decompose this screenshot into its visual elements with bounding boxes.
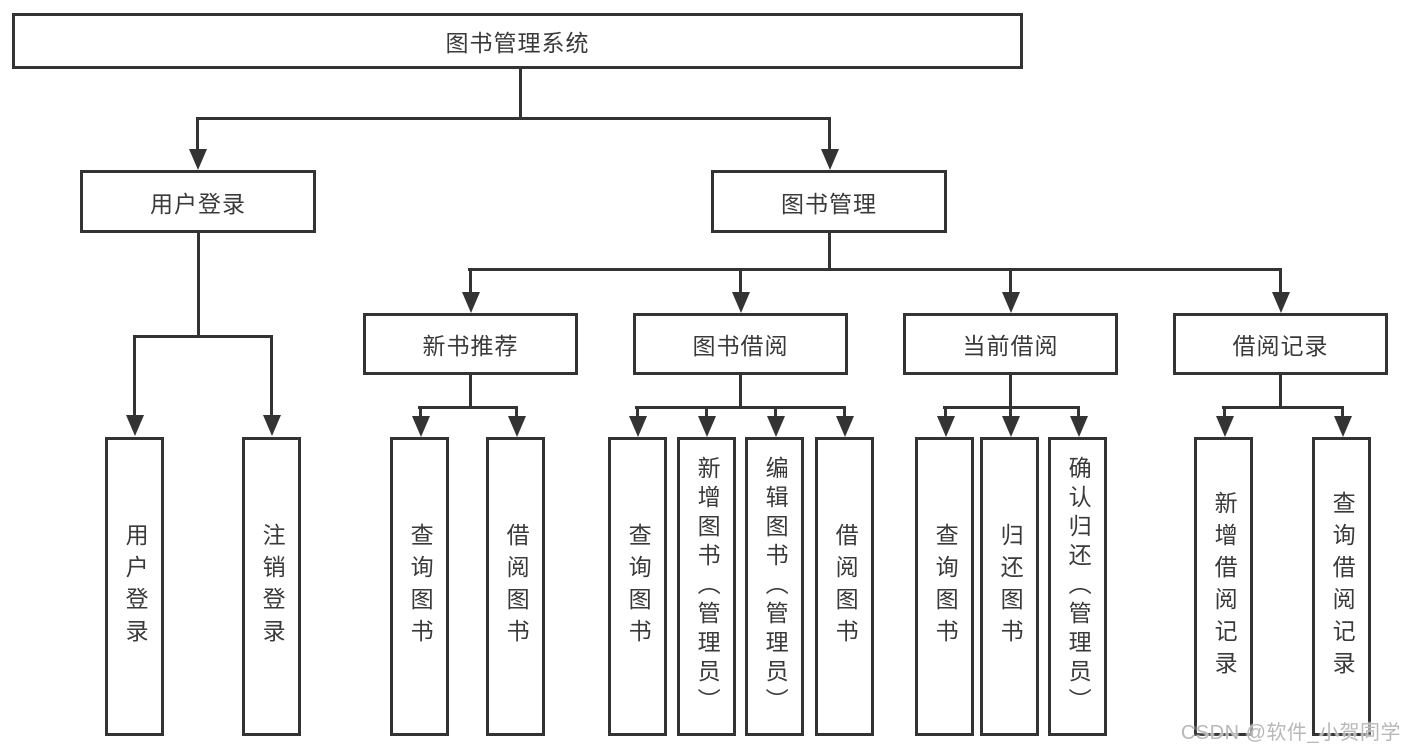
edge-root-stem-1 [196,117,199,151]
arrowhead-borrow-book-2 [836,416,854,437]
edge-book-mgmt-stem-2 [739,268,742,293]
edge-book-mgmt-stem-3 [1009,268,1012,293]
arrowhead-confirm-return-admin [1070,416,1088,437]
edge-current-borrow-stem-2 [1009,406,1012,417]
edge-borrow-record-stem-2 [1341,406,1344,417]
leaf-borrow-book-2: 借阅图书 [815,437,874,736]
node-book-borrowing: 图书借阅 [633,313,848,375]
edge-new-book-rec-stem-1 [419,406,422,417]
edge-borrow-record-rail [1222,406,1343,409]
leaf-borrow-book-2-label: 借阅图书 [832,522,859,651]
arrowhead-user-login [189,149,207,170]
edge-book-borrow-stem-2 [705,406,708,417]
edge-new-book-rec-trunk [469,375,472,408]
arrowhead-add-book-admin [698,416,716,437]
leaf-return-book: 归还图书 [980,437,1039,736]
edge-book-borrow-stem-3 [774,406,777,417]
leaf-add-borrow-record: 新增借阅记录 [1194,437,1253,736]
node-book-borrowing-label: 图书借阅 [692,333,789,359]
edge-book-mgmt-stem-1 [469,268,472,293]
leaf-logout-login-label: 注销登录 [259,522,286,651]
leaf-add-book-admin-label: 新增图书（管理员） [694,456,721,717]
leaf-query-book-1: 查询图书 [390,437,449,736]
leaf-edit-book-admin: 编辑图书（管理员） [745,437,804,736]
edge-current-borrow-trunk [1009,375,1012,408]
edge-book-borrow-rail [635,406,845,409]
node-user-login-label: 用户登录 [150,190,246,217]
arrowhead-borrow-record [1272,292,1290,313]
leaf-query-book-3: 查询图书 [915,437,974,736]
edge-root-stem-2 [828,117,831,151]
arrowhead-query-book-2 [629,416,647,437]
edge-book-borrow-stem-1 [636,406,639,417]
leaf-borrow-book-1: 借阅图书 [486,437,545,736]
leaf-query-borrow-record-label: 查询借阅记录 [1329,490,1356,683]
arrowhead-leaf-user-login [126,415,144,436]
edge-book-mgmt-rail [468,268,1282,271]
edge-borrow-record-stem-1 [1223,406,1226,417]
node-borrow-records-label: 借阅记录 [1232,333,1329,359]
node-root-label: 图书管理系统 [445,30,590,56]
leaf-query-borrow-record: 查询借阅记录 [1312,437,1371,736]
edge-current-borrow-stem-1 [944,406,947,417]
leaf-query-book-3-label: 查询图书 [932,522,959,651]
node-user-login: 用户登录 [80,170,316,233]
leaf-query-book-2: 查询图书 [608,437,667,736]
arrowhead-query-book-1 [412,416,430,437]
arrowhead-leaf-logout [263,415,281,436]
leaf-user-login-label: 用户登录 [122,522,149,651]
node-book-management-label: 图书管理 [781,190,877,217]
leaf-user-login: 用户登录 [105,437,164,736]
arrowhead-add-borrow-record [1216,416,1234,437]
node-new-book-recommend: 新书推荐 [363,313,578,375]
leaf-confirm-return-admin-label: 确认归还（管理员） [1065,456,1092,717]
node-borrow-records: 借阅记录 [1173,313,1388,375]
arrowhead-return-book [1002,416,1020,437]
leaf-query-book-1-label: 查询图书 [407,522,434,651]
edge-book-mgmt-stem-4 [1279,268,1282,293]
arrowhead-query-book-3 [937,416,955,437]
edge-book-borrow-stem-4 [843,406,846,417]
node-new-book-recommend-label: 新书推荐 [422,333,519,359]
edge-user-login-stem-1 [133,335,136,416]
leaf-confirm-return-admin: 确认归还（管理员） [1048,437,1107,736]
edge-book-borrow-trunk [739,375,742,408]
leaf-add-borrow-record-label: 新增借阅记录 [1211,490,1238,683]
leaf-edit-book-admin-label: 编辑图书（管理员） [762,456,789,717]
leaf-logout-login: 注销登录 [242,437,301,736]
leaf-query-book-2-label: 查询图书 [625,522,652,651]
leaf-borrow-book-1-label: 借阅图书 [503,522,530,651]
edge-user-login-stem-2 [270,335,273,416]
leaf-add-book-admin: 新增图书（管理员） [677,437,736,736]
node-book-management: 图书管理 [711,170,947,233]
leaf-return-book-label: 归还图书 [997,522,1024,651]
arrowhead-current-borrow [1002,292,1020,313]
watermark: CSDN @软件_小贺同学 [1180,722,1401,744]
arrowhead-book-mgmt [821,149,839,170]
edge-root-rail [196,117,831,120]
arrowhead-new-book-rec [462,292,480,313]
edge-root-trunk [519,69,522,118]
node-root: 图书管理系统 [12,13,1023,69]
arrowhead-borrow-book-1 [508,416,526,437]
edge-book-mgmt-trunk [828,233,831,271]
edge-borrow-record-trunk [1279,375,1282,408]
arrowhead-query-borrow-record [1334,416,1352,437]
arrowhead-edit-book-admin [767,416,785,437]
arrowhead-book-borrow [732,292,750,313]
edge-current-borrow-stem-3 [1077,406,1080,417]
edge-user-login-trunk [197,233,200,337]
edge-new-book-rec-stem-2 [515,406,518,417]
edge-new-book-rec-rail [418,406,518,409]
edge-user-login-rail [133,335,273,338]
node-current-borrowing: 当前借阅 [903,313,1118,375]
node-current-borrowing-label: 当前借阅 [962,333,1059,359]
